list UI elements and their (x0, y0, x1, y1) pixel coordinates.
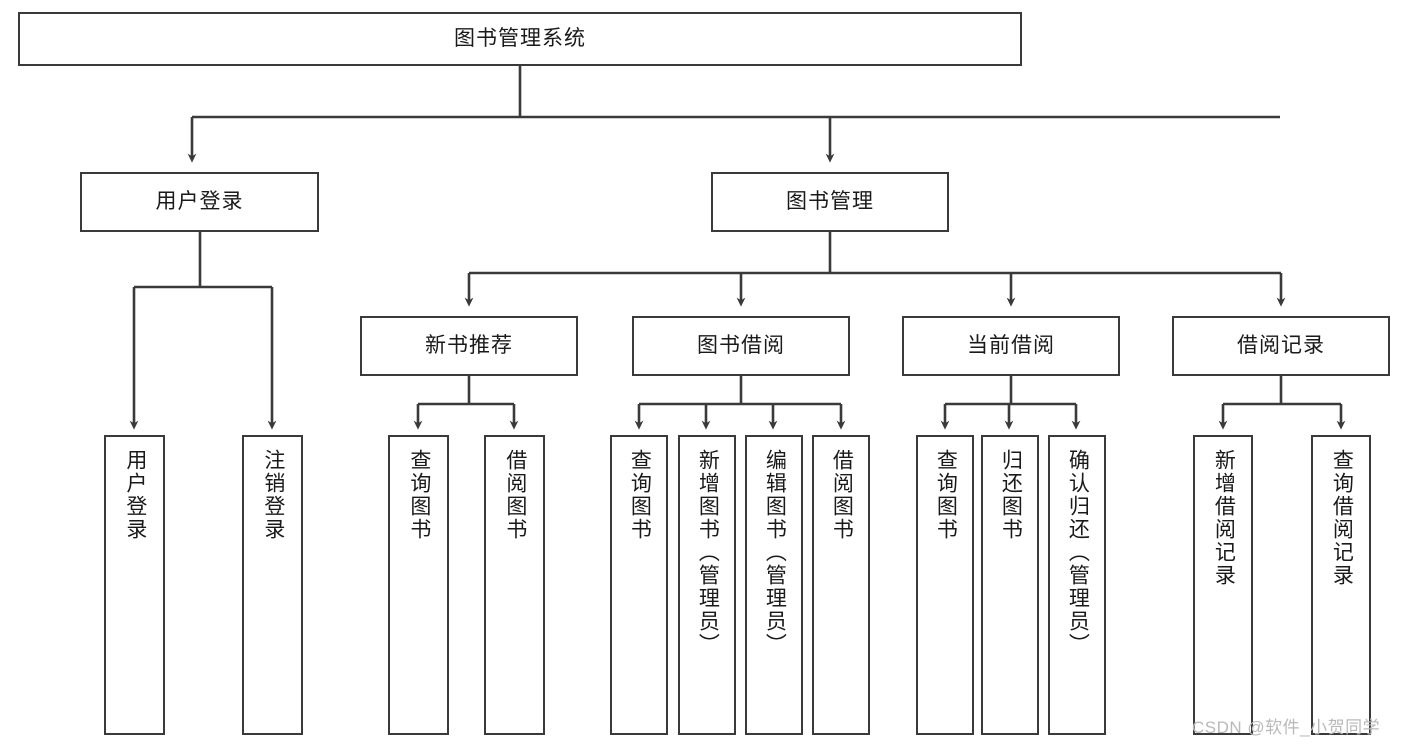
node-book-management-label: 图书管理 (786, 190, 874, 214)
node-leaf-query-book-borrow-label: 查询图书 (628, 449, 652, 541)
node-leaf-query-borrow-record[interactable]: 查询借阅记录 (1311, 435, 1371, 735)
node-borrow-record-label: 借阅记录 (1237, 334, 1325, 358)
node-leaf-query-book-borrow[interactable]: 查询图书 (610, 435, 668, 735)
node-leaf-add-borrow-record-label: 新增借阅记录 (1212, 449, 1236, 587)
node-leaf-query-book-recommend-label: 查询图书 (407, 449, 431, 541)
node-leaf-add-book-admin[interactable]: 新增图书（管理员） (678, 435, 736, 735)
node-current-borrow[interactable]: 当前借阅 (902, 316, 1120, 376)
node-leaf-confirm-return-admin-label: 确认归还（管理员） (1066, 449, 1090, 656)
node-leaf-query-book-current[interactable]: 查询图书 (916, 435, 974, 735)
node-leaf-borrow-book[interactable]: 借阅图书 (812, 435, 870, 735)
node-leaf-return-book-label: 归还图书 (999, 449, 1023, 541)
node-leaf-query-book-recommend[interactable]: 查询图书 (388, 435, 449, 735)
node-leaf-return-book[interactable]: 归还图书 (981, 435, 1039, 735)
watermark-text: CSDN @软件_小贺同学 (1192, 718, 1381, 737)
node-leaf-borrow-book-recommend-label: 借阅图书 (503, 449, 527, 541)
node-book-borrow-label: 图书借阅 (697, 334, 785, 358)
node-leaf-edit-book-admin[interactable]: 编辑图书（管理员） (745, 435, 803, 735)
node-leaf-logout[interactable]: 注销登录 (242, 435, 303, 735)
node-leaf-user-login-label: 用户登录 (123, 449, 147, 541)
node-book-borrow[interactable]: 图书借阅 (632, 316, 850, 376)
node-leaf-query-borrow-record-label: 查询借阅记录 (1330, 449, 1354, 587)
node-leaf-add-borrow-record[interactable]: 新增借阅记录 (1193, 435, 1253, 735)
node-book-management[interactable]: 图书管理 (711, 172, 949, 232)
node-root-label: 图书管理系统 (454, 27, 586, 51)
node-user-login[interactable]: 用户登录 (80, 172, 319, 232)
node-leaf-borrow-book-label: 借阅图书 (830, 449, 854, 541)
node-new-book-recommend-label: 新书推荐 (425, 334, 513, 358)
node-leaf-user-login[interactable]: 用户登录 (104, 435, 165, 735)
node-leaf-borrow-book-recommend[interactable]: 借阅图书 (484, 435, 545, 735)
node-leaf-confirm-return-admin[interactable]: 确认归还（管理员） (1048, 435, 1106, 735)
node-borrow-record[interactable]: 借阅记录 (1172, 316, 1390, 376)
node-new-book-recommend[interactable]: 新书推荐 (360, 316, 578, 376)
node-leaf-add-book-admin-label: 新增图书（管理员） (696, 449, 720, 656)
node-leaf-edit-book-admin-label: 编辑图书（管理员） (763, 449, 787, 656)
node-leaf-logout-label: 注销登录 (261, 449, 285, 541)
node-root-book-management-system[interactable]: 图书管理系统 (18, 12, 1022, 66)
node-user-login-label: 用户登录 (155, 190, 244, 214)
node-current-borrow-label: 当前借阅 (967, 334, 1055, 358)
node-leaf-query-book-current-label: 查询图书 (934, 449, 958, 541)
